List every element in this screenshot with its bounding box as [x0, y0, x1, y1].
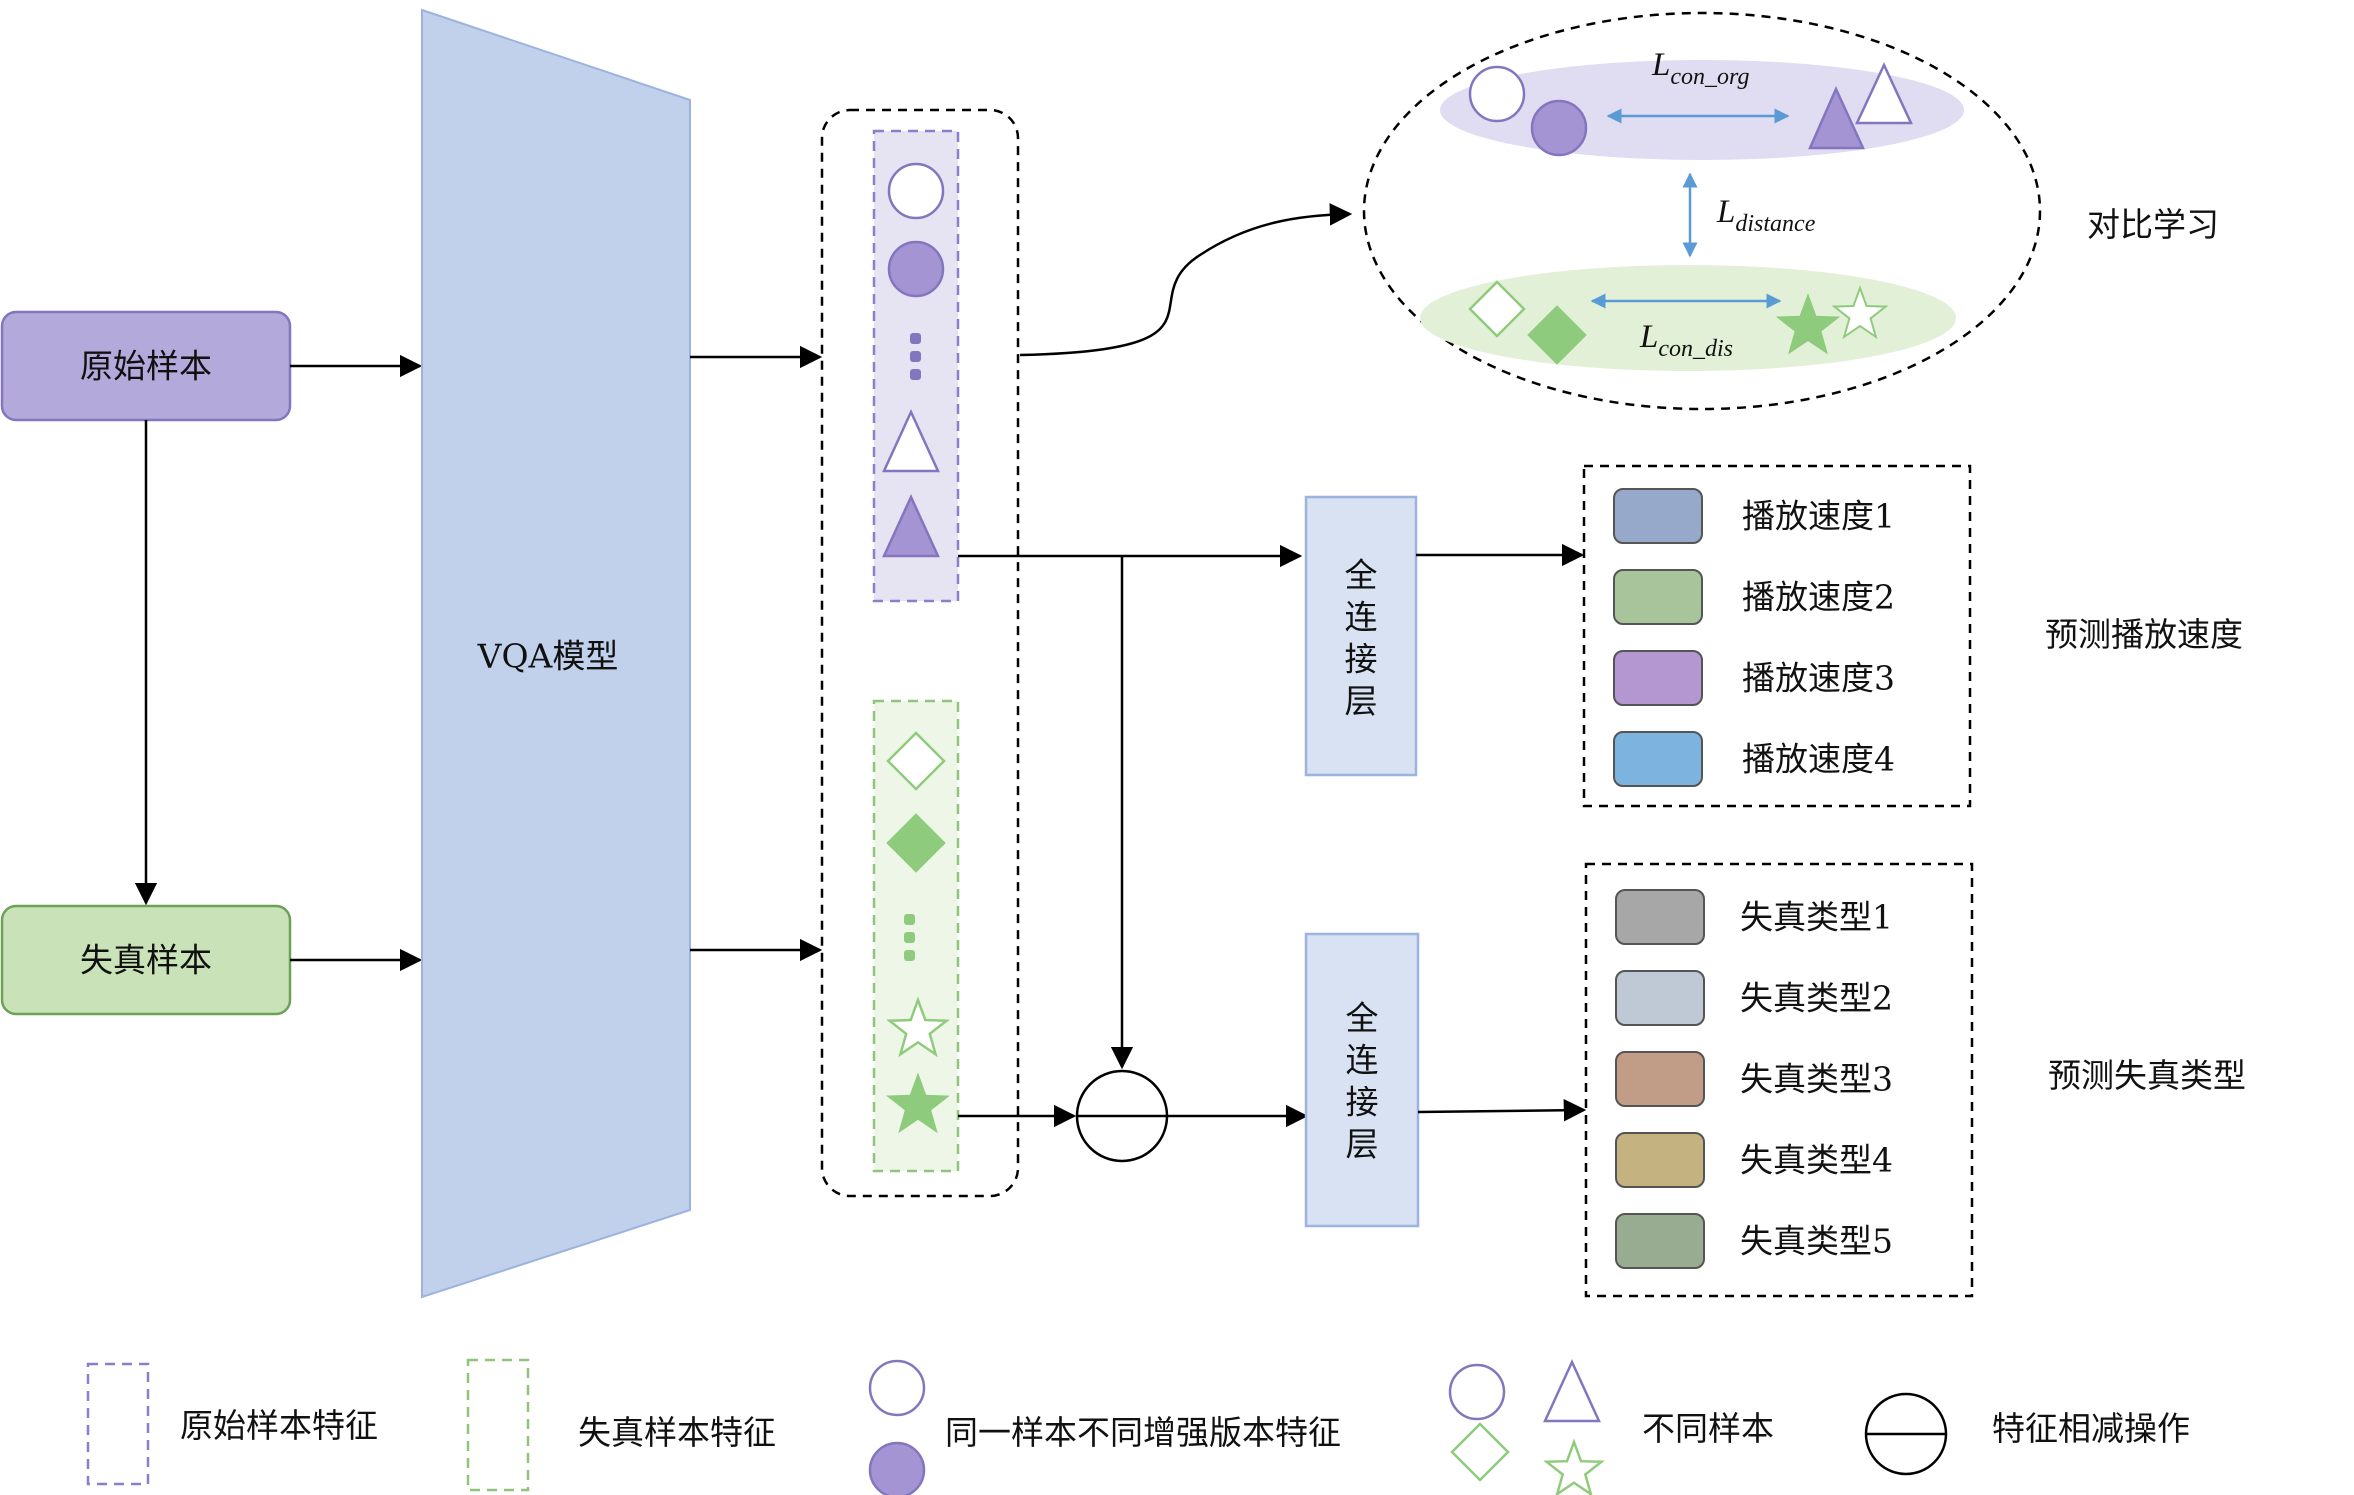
original-feature-column — [872, 129, 960, 603]
speed-class-list: 播放速度1 播放速度2 播放速度3 播放速度4 — [1613, 488, 1895, 787]
white-circle-icon — [887, 162, 945, 220]
fc-char: 连 — [1346, 1041, 1379, 1080]
speed-class-swatch — [1613, 569, 1703, 625]
distortion-class-item: 失真类型1 — [1615, 889, 1893, 945]
fc-char: 连 — [1345, 598, 1378, 637]
vqa-model: VQA模型 — [421, 8, 691, 1299]
white-diamond-icon — [886, 731, 946, 791]
speed-class-label: 播放速度4 — [1742, 740, 1895, 779]
purple-circle-icon — [1530, 99, 1588, 157]
arrow-features-to-contrastive — [1019, 203, 1353, 357]
original-feature-legend-icon — [86, 1362, 150, 1486]
distortion-class-label: 失真类型5 — [1740, 1222, 1893, 1261]
original-sample-box: 原始样本 — [0, 310, 292, 422]
white-diamond-icon — [1468, 280, 1526, 338]
distortion-class-label: 失真类型1 — [1740, 898, 1893, 937]
feature-group-border — [820, 108, 1020, 1198]
white-star-icon — [886, 996, 950, 1058]
white-circle-icon — [868, 1359, 926, 1417]
legend-distorted-feature: 失真样本特征 — [578, 1413, 776, 1452]
purple-triangle-icon — [1808, 85, 1865, 150]
green-diamond-icon — [1527, 305, 1587, 365]
white-triangle-icon — [882, 408, 940, 473]
green-star-icon — [886, 1072, 950, 1134]
fc-layer-speed: 全 连 接 层 — [1304, 495, 1418, 777]
distortion-class-list: 失真类型1 失真类型2 失真类型3 失真类型4 失真类型5 — [1615, 889, 1893, 1269]
fc-layer-distortion: 全 连 接 层 — [1304, 932, 1420, 1228]
speed-classes-box — [1582, 464, 1972, 808]
ellipsis-icon — [904, 914, 915, 961]
loss-distance: Ldistance — [1716, 194, 1816, 237]
fc-char: 层 — [1345, 682, 1378, 721]
distortion-class-label: 失真类型4 — [1740, 1141, 1893, 1180]
distortion-class-label: 失真类型2 — [1740, 979, 1893, 1018]
speed-class-item: 播放速度2 — [1613, 569, 1895, 625]
speed-class-swatch — [1613, 488, 1703, 544]
speed-class-label: 播放速度1 — [1742, 497, 1895, 536]
legend-different-sample: 不同样本 — [1642, 1409, 1774, 1448]
loss-con-dis: Lcon_dis — [1639, 319, 1733, 362]
arrow-fc2-to-distortion — [1417, 1098, 1587, 1122]
distortion-class-swatch — [1615, 970, 1705, 1026]
distortion-prediction-title: 预测失真类型 — [2048, 1056, 2246, 1095]
speed-prediction-title: 预测播放速度 — [2045, 615, 2243, 654]
vqa-model-label: VQA模型 — [477, 637, 619, 676]
subtract-operation-icon — [1075, 1069, 1169, 1163]
fc-char: 全 — [1346, 999, 1379, 1038]
purple-circle-icon — [868, 1441, 926, 1495]
fc-char: 接 — [1346, 1083, 1379, 1122]
distorted-feature-column — [872, 699, 960, 1173]
distortion-class-swatch — [1615, 1213, 1705, 1269]
distortion-class-swatch — [1615, 1051, 1705, 1107]
white-triangle-icon — [1543, 1358, 1601, 1423]
legend: 原始样本特征 失真样本特征 同一样本不同增强版本特征 不同样本 特征相减操作 — [86, 1358, 2190, 1495]
speed-class-item: 播放速度3 — [1613, 650, 1895, 706]
speed-class-item: 播放速度4 — [1613, 731, 1895, 787]
distorted-feature-legend-icon — [466, 1358, 530, 1492]
speed-class-swatch — [1613, 731, 1703, 787]
white-star-icon — [1543, 1438, 1605, 1495]
original-sample-label: 原始样本 — [80, 347, 212, 386]
contrastive-learning-label: 对比学习 — [2087, 205, 2219, 244]
distortion-class-item: 失真类型2 — [1615, 970, 1893, 1026]
subtract-operation-icon — [1864, 1392, 1948, 1476]
white-diamond-icon — [1450, 1422, 1510, 1482]
speed-class-swatch — [1613, 650, 1703, 706]
speed-class-label: 播放速度3 — [1742, 659, 1895, 698]
purple-triangle-icon — [882, 493, 940, 558]
speed-class-item: 播放速度1 — [1613, 488, 1895, 544]
legend-original-feature: 原始样本特征 — [180, 1406, 378, 1445]
fc-char: 全 — [1345, 556, 1378, 595]
legend-subtract-op: 特征相减操作 — [1992, 1409, 2190, 1448]
fc-char: 层 — [1346, 1125, 1379, 1164]
legend-same-sample: 同一样本不同增强版本特征 — [945, 1413, 1341, 1452]
distorted-sample-box: 失真样本 — [0, 904, 292, 1016]
distortion-class-swatch — [1615, 889, 1705, 945]
white-circle-icon — [1468, 65, 1526, 123]
ellipsis-icon — [910, 333, 921, 380]
contrastive-learning-region: Lcon_org Ldistance Lcon_dis — [1362, 11, 2042, 411]
green-star-icon — [1775, 293, 1841, 355]
green-diamond-icon — [886, 813, 946, 873]
distortion-class-swatch — [1615, 1132, 1705, 1188]
white-triangle-icon — [1855, 62, 1913, 125]
distortion-class-label: 失真类型3 — [1740, 1060, 1893, 1099]
speed-class-label: 播放速度2 — [1742, 578, 1895, 617]
loss-con-org: Lcon_org — [1651, 47, 1749, 90]
distortion-class-item: 失真类型4 — [1615, 1132, 1893, 1188]
distortion-class-item: 失真类型3 — [1615, 1051, 1893, 1107]
distorted-sample-label: 失真样本 — [80, 941, 212, 980]
distortion-class-item: 失真类型5 — [1615, 1213, 1893, 1269]
white-circle-icon — [1448, 1363, 1506, 1421]
white-star-icon — [1831, 285, 1889, 340]
distortion-classes-box — [1584, 862, 1974, 1298]
purple-circle-icon — [887, 240, 945, 298]
fc-char: 接 — [1345, 640, 1378, 679]
